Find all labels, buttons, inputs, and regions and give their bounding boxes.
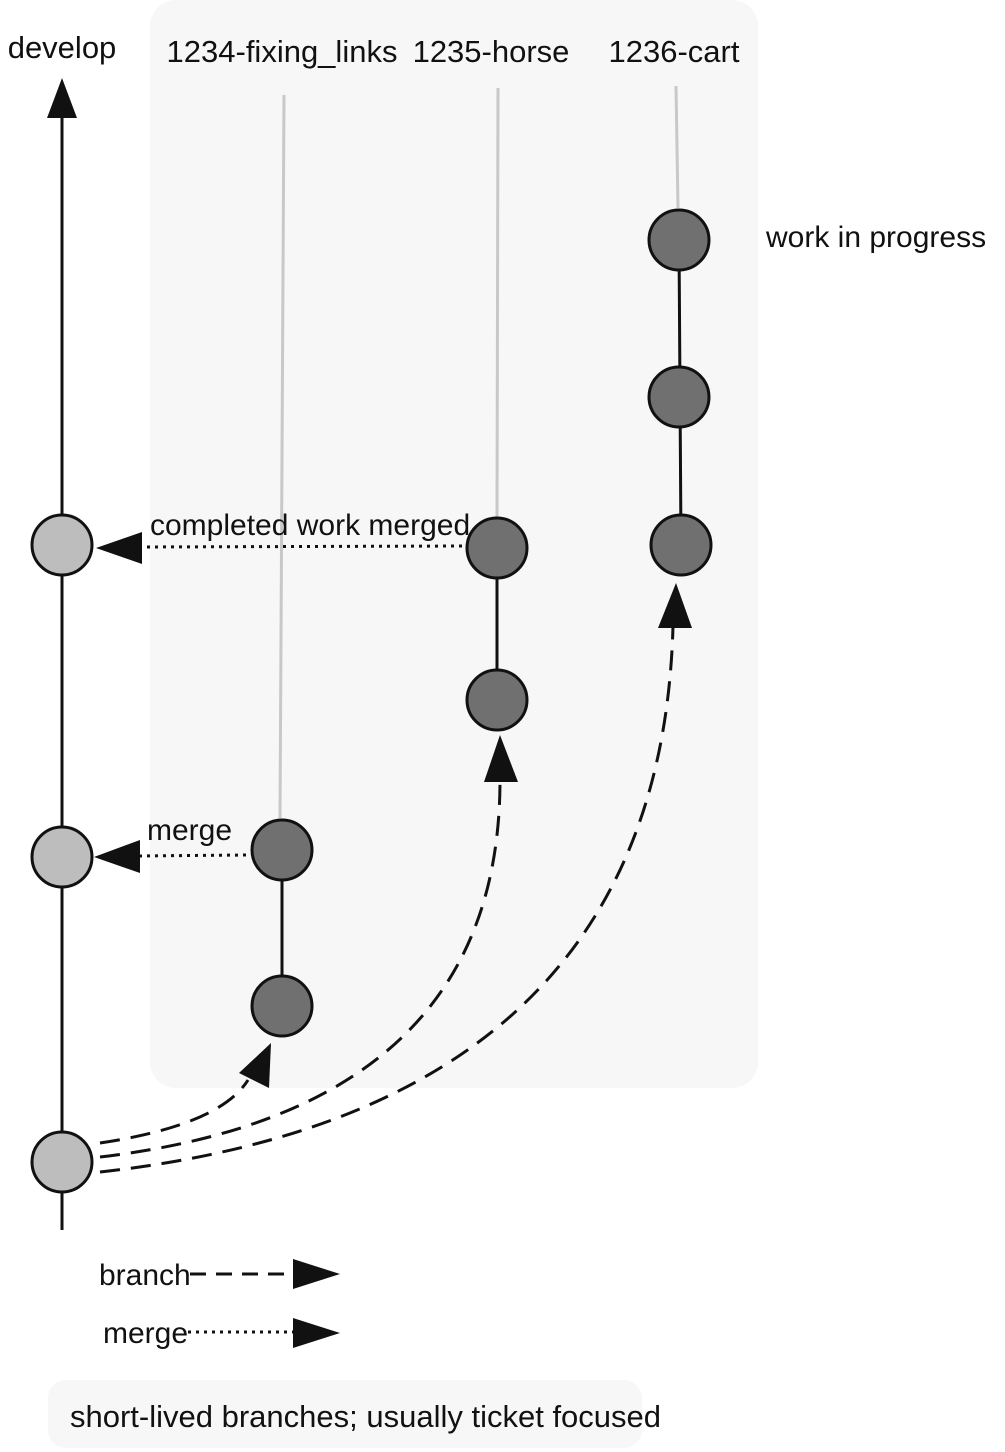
merge-arrow-1234-icon [94,840,140,873]
branch-arrow-1235-icon [484,735,518,782]
branch-panel [150,0,758,1088]
branch-commit-1235 [465,516,529,580]
develop-commit [30,513,94,577]
merge-path-1234 [135,853,247,858]
branch-path-1235 [99,779,502,1159]
legend-branch-arrow-icon [293,1259,340,1289]
develop-label: develop [8,30,117,65]
caption-text: short-lived branches; usually ticket foc… [70,1399,661,1434]
legend-merge-label: merge [103,1317,188,1350]
merge-path-1235 [139,544,463,549]
branch-label-1235: 1235-horse [413,34,570,69]
develop-commit [30,825,94,889]
merge-arrow-1235-icon [96,532,142,564]
branch-commit-1234 [250,974,314,1038]
branch-label-1234: 1234-fixing_links [167,34,398,69]
merge-label: merge [147,814,232,847]
legend-branch-label: branch [99,1259,191,1292]
branch-guide-1234 [278,94,286,819]
work-in-progress-label: work in progress [765,221,986,254]
branch-commit-1235 [465,668,529,732]
develop-arrow-icon [47,78,77,118]
branch-arrow-1236-icon [658,583,692,628]
branch-guide-1236 [674,85,680,209]
branch-guide-1235 [495,87,500,518]
branch-commit-1236 [649,513,713,577]
legend-merge-arrow-icon [293,1318,340,1348]
branch-commit-1236 [647,365,711,429]
branch-commit-1234 [250,818,314,882]
branch-commit-1236 [647,208,711,272]
branch-arrow-1234-icon [239,1043,271,1088]
branch-label-1236: 1236-cart [609,34,740,69]
completed-merge-label: completed work merged [150,509,470,542]
branch-path-1234 [99,1079,250,1145]
develop-commit [30,1130,94,1194]
caption-box [48,1380,642,1448]
branch-path-1236 [99,625,675,1174]
